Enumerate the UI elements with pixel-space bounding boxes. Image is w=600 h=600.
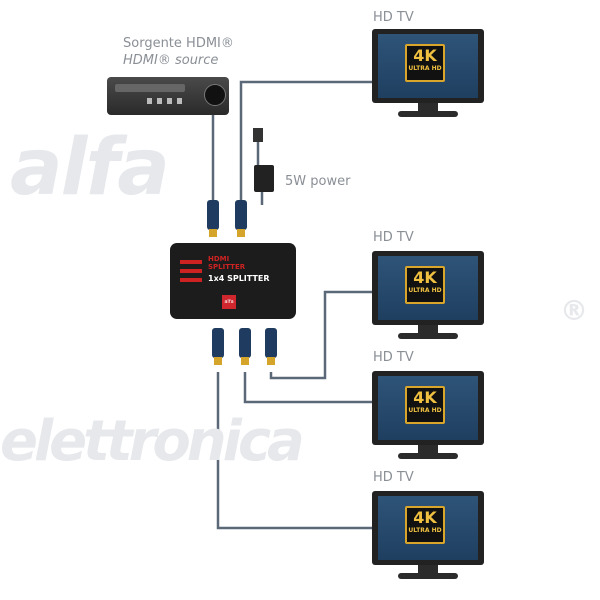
power-label: 5W power [285, 174, 351, 189]
hdmi-connector-tv2 [265, 328, 277, 365]
source-label-en: HDMI® source [123, 53, 219, 68]
tv1-badge: 4K [413, 46, 437, 65]
volume-knob-icon [204, 84, 226, 106]
watermark-line1: alfa [10, 123, 170, 213]
splitter-logo: alfa [222, 295, 236, 309]
tv1-badge-sub: ULTRA HD [408, 65, 442, 72]
tv4-label: HD TV [373, 470, 414, 485]
tv1-label: HD TV [373, 10, 414, 25]
tv3-badge: 4K [413, 388, 437, 407]
tv3-badge-sub: ULTRA HD [408, 407, 442, 414]
power-plug-icon [253, 128, 263, 142]
tv4-badge-sub: ULTRA HD [408, 527, 442, 534]
cable-to-tv4 [216, 372, 372, 530]
watermark-mark: ® [560, 294, 588, 327]
cable-to-tv3 [243, 372, 372, 404]
tv4-badge: 4K [413, 508, 437, 527]
hdmi-splitter: HDMI SPLITTER 1x4 SPLITTER alfa [170, 243, 296, 319]
hdmi-connector-tv4 [212, 328, 224, 365]
hdmi-connector-tv1 [235, 200, 247, 237]
power-adapter-icon [254, 165, 274, 192]
watermark-line2: elettronica [0, 409, 305, 474]
cable-to-tv1 [239, 80, 372, 205]
tv2-badge: 4K [413, 268, 437, 287]
tv2-label: HD TV [373, 230, 414, 245]
tv2-badge-sub: ULTRA HD [408, 287, 442, 294]
tv3-label: HD TV [373, 350, 414, 365]
hdmi-connector-tv3 [239, 328, 251, 365]
hdmi-connector-in [207, 200, 219, 237]
source-label-it: Sorgente HDMI® [123, 36, 234, 51]
splitter-title-1: HDMI [208, 255, 230, 263]
splitter-title-2: SPLITTER [208, 263, 246, 271]
splitter-model: 1x4 SPLITTER [208, 274, 270, 283]
hdmi-source-device [107, 77, 229, 115]
cable-to-tv2 [269, 290, 372, 380]
